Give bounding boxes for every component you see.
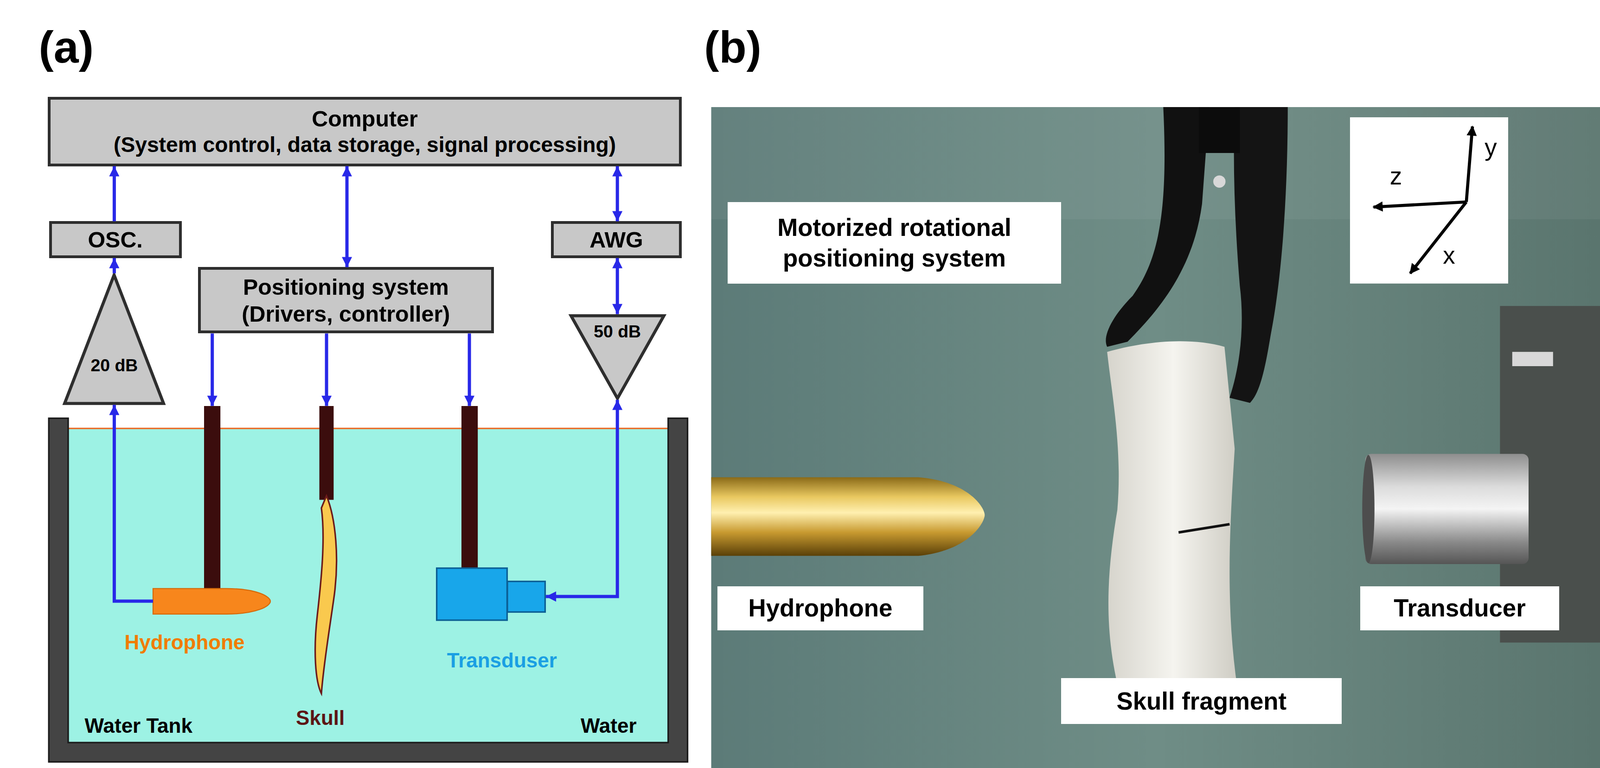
signal-arrow [615, 258, 620, 315]
skull-fragment-shape [1107, 341, 1240, 714]
photo-label-box: Motorized rotational positioning system [727, 202, 1062, 284]
mount-rod [461, 406, 478, 571]
box-text: Skull fragment [1116, 686, 1287, 717]
photo-background [711, 107, 1600, 768]
tank-wall [49, 418, 688, 762]
node-text: Water Tank [84, 714, 193, 739]
box-text: (System control, data storage, signal pr… [113, 132, 616, 158]
signal-arrow [112, 166, 116, 222]
axis-arrow [1466, 126, 1473, 203]
transducer-head [507, 581, 545, 613]
photo-label-box: Transducer [1360, 586, 1560, 631]
axis-label: x [1442, 240, 1455, 270]
box-text: Computer [311, 105, 418, 133]
photo-label-box: Skull fragment [1061, 678, 1342, 725]
node-shape [63, 273, 166, 406]
computer-box: Computer(System control, data storage, s… [47, 96, 682, 167]
transducer-node: Transduser [435, 406, 547, 625]
clamp-bar [1198, 107, 1240, 154]
node-shape [153, 406, 271, 653]
box-text: Transducer [1393, 593, 1526, 624]
skull-shape [315, 495, 337, 694]
photo-label-box: Hydrophone [717, 586, 924, 631]
signal-arrow [114, 405, 154, 602]
box-text: Motorized rotational positioning system [733, 212, 1056, 274]
node-text: 50 dB [569, 321, 666, 343]
signal-arrow [467, 333, 472, 407]
transducer-cylinder [1365, 454, 1529, 565]
mount-rod [204, 406, 221, 591]
amplifier-node: 20 dB [63, 273, 166, 406]
signal-arrow [545, 400, 618, 598]
node-shape [47, 406, 689, 764]
node-text: Skull [295, 706, 345, 731]
axis-arrow [1410, 202, 1467, 274]
water [68, 428, 669, 743]
positioning-box: Positioning system(Drivers, controller) [198, 267, 494, 334]
axis-label: y [1484, 132, 1497, 162]
signal-arrow [325, 333, 329, 407]
box-text: AWG [589, 226, 644, 254]
box-text: (Drivers, controller) [241, 300, 450, 328]
signal-arrow [345, 166, 349, 268]
box-text: OSC. [87, 226, 143, 254]
clamp-pivot [1213, 175, 1226, 188]
skull-node: Skull [300, 406, 352, 704]
axis-inset [1350, 117, 1509, 284]
transducer-body [436, 568, 507, 621]
signal-arrow [112, 258, 116, 274]
water-tank: Water TankWaterHydrophoneSkullTransduser [47, 406, 689, 764]
axis-arrow [1373, 202, 1467, 208]
node-text: Hydrophone [124, 630, 245, 656]
panel-label: (b) [704, 20, 762, 75]
generator-box: AWG [550, 221, 682, 258]
box-text: Hydrophone [748, 593, 893, 624]
signal-arrow [615, 166, 620, 222]
oscilloscope-box: OSC. [49, 221, 182, 258]
hydrophone-node: Hydrophone [153, 406, 271, 653]
amplifier-triangle [64, 275, 164, 404]
water-surface [68, 427, 669, 429]
node-text: Water [580, 714, 637, 739]
axis-label: z [1389, 161, 1402, 191]
skull-mark [1178, 524, 1230, 533]
clamp-jaw [1105, 107, 1210, 347]
node-text: Transduser [447, 648, 557, 674]
transducer-face [1362, 454, 1375, 564]
amplifier-node: 50 dB [569, 314, 666, 401]
hydrophone-body [153, 588, 271, 615]
mount-nub [1512, 352, 1554, 367]
node-shape [435, 406, 547, 625]
mount-rod [319, 406, 334, 500]
signal-arrow [210, 333, 214, 407]
box-text: Positioning system [243, 273, 449, 301]
node-shape [300, 406, 352, 704]
node-text: 20 dB [63, 355, 166, 377]
hydrophone-probe [711, 477, 986, 557]
panel-label: (a) [38, 20, 94, 75]
